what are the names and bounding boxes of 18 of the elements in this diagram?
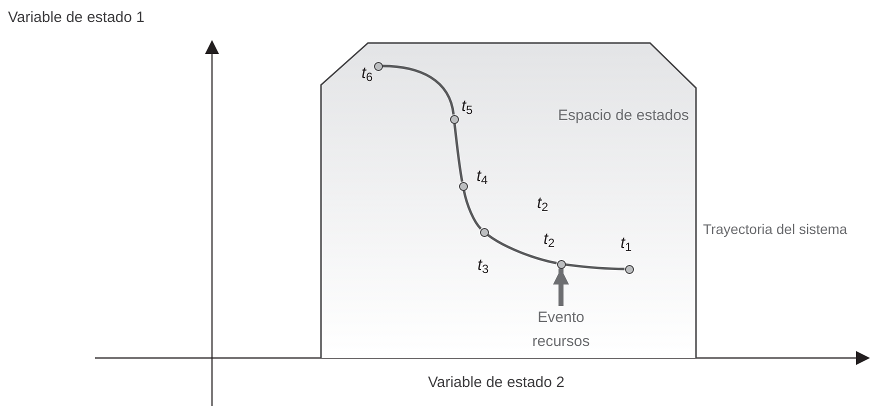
trajectory-curve — [486, 234, 557, 264]
event-label: Evento recursos — [531, 308, 591, 352]
time-label: t$_{6}$ — [362, 66, 373, 82]
axis-label: Variable de estado 1 — [8, 10, 144, 25]
region-label: Espacio de estados — [558, 106, 689, 126]
time-label: t$_{5}$ — [462, 98, 473, 114]
time-label: t$_{2}$ — [537, 196, 548, 212]
trajectory-curve — [382, 64, 455, 115]
time-label: t$_{4}$ — [476, 168, 488, 184]
time-label: t$_{1}$ — [620, 236, 632, 252]
axis-label: Trayectoria del sistema — [703, 222, 848, 236]
trajectory-curve — [462, 190, 482, 230]
time-label: t$_{2}$ — [544, 232, 555, 248]
axis-label: Variable de estado 2 — [428, 375, 564, 390]
trajectory-curve — [565, 263, 625, 270]
trajectory-curve — [453, 123, 464, 182]
arrow — [553, 268, 569, 306]
time-label: t$_{3}$ — [478, 258, 489, 274]
